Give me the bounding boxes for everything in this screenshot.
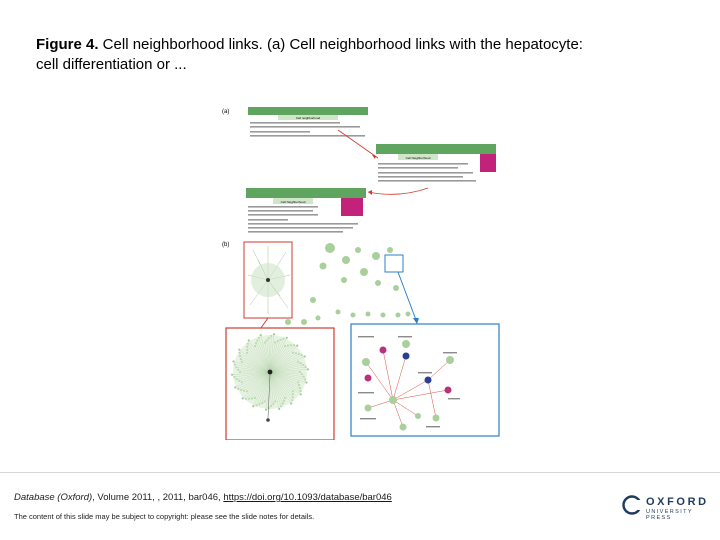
citation-details: , Volume 2011, , 2011, bar046, [92, 492, 224, 503]
card-top: Cell neighborhood [248, 107, 368, 137]
oxford-logo: OXFORD UNIVERSITY PRESS [622, 494, 712, 521]
oxford-emblem-icon [622, 495, 642, 515]
logo-wordmark: OXFORD [646, 496, 709, 508]
zoom-right [350, 323, 500, 437]
doi-link[interactable]: https://doi.org/10.1093/database/bar046 [223, 492, 392, 503]
footer-divider [0, 472, 720, 473]
network-overview [243, 241, 411, 325]
card-left-heading: Cell Neighborhood [281, 200, 306, 204]
panel-b-label: (b) [222, 242, 229, 248]
card-left: Cell Neighborhood [246, 188, 366, 233]
copyright-notice: The content of this slide may be subject… [14, 512, 315, 521]
figure-caption: Cell neighborhood links. (a) Cell neighb… [36, 36, 583, 73]
card-right-heading: Cell Neighborhood [406, 156, 431, 160]
figure-number: Figure 4. [36, 36, 99, 53]
citation: Database (Oxford), Volume 2011, , 2011, … [14, 492, 392, 503]
figure-image: (a) (b) Cell neighborhood Cell Neighborh… [222, 107, 500, 440]
panel-a-label: (a) [222, 109, 229, 115]
slide-title: Figure 4. Cell neighborhood links. (a) C… [36, 35, 596, 75]
logo-subtitle: UNIVERSITY PRESS [646, 509, 693, 521]
card-right: Cell Neighborhood [376, 144, 496, 182]
citation-journal: Database (Oxford) [14, 492, 93, 503]
zoom-left [225, 327, 335, 440]
card-top-heading: Cell neighborhood [296, 116, 321, 120]
